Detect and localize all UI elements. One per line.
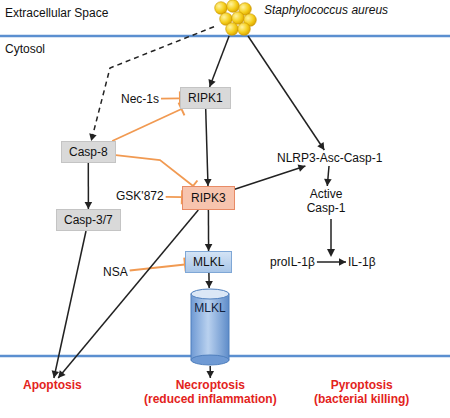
connector-line [58, 210, 198, 378]
arrowhead [324, 179, 332, 186]
arrowhead [58, 370, 65, 378]
coccus [227, 0, 240, 12]
species-name: Staphylococcus aureus [264, 3, 446, 17]
connector-line [54, 231, 86, 378]
outcome-text: Pyroptosis [314, 378, 409, 392]
outcome-label: Pyroptosis(bacterial killing) [312, 378, 411, 406]
node-text: RIPK1 [188, 91, 223, 105]
arrowhead [339, 258, 346, 266]
region-label: Extracellular Space [5, 6, 108, 20]
inhibition-connector [166, 190, 183, 204]
node-text: Active Casp-1 [301, 187, 351, 215]
node-text: proIL-1β [270, 255, 315, 269]
inhibitor-label: GSK'872 [114, 188, 166, 204]
activation-connector [317, 258, 346, 266]
outcome-text: Apoptosis [23, 378, 82, 392]
node-text: Nec-1s [121, 92, 159, 106]
activation-connector [89, 27, 214, 141]
protein-box: Casp-3/7 [56, 209, 121, 231]
connector-line [235, 166, 306, 189]
bacteria-cluster [214, 0, 258, 36]
activation-connector [85, 163, 93, 209]
connector-line [91, 27, 214, 141]
activation-connector [209, 36, 230, 87]
arrowhead [89, 133, 96, 141]
connector-line [206, 109, 208, 186]
cytokine-label: proIL-1β [268, 254, 317, 270]
coccus [226, 23, 239, 36]
protein-box: RIPK3 [182, 186, 235, 210]
connector-line [248, 36, 324, 150]
connector-line [116, 155, 193, 186]
activation-connector [205, 273, 213, 288]
activation-connector [58, 210, 198, 378]
activation-connector [248, 36, 324, 150]
outcome-label: Apoptosis [21, 378, 84, 392]
connector-line [130, 265, 185, 271]
activation-connector [235, 165, 306, 190]
protein-box: Casp-8 [61, 141, 116, 163]
inhibitor-label: NSA [101, 264, 130, 280]
coccus [238, 23, 251, 36]
coccus [215, 2, 228, 15]
membrane-pore: MLKL [190, 288, 230, 366]
node-text: IL-1β [348, 255, 376, 269]
pore-bottom [191, 355, 229, 365]
arrowhead [85, 202, 93, 209]
node-text: MLKL [193, 255, 224, 269]
node-text: RIPK3 [191, 191, 226, 205]
arrowhead [209, 79, 216, 87]
pore-top [191, 289, 229, 299]
protein-box: RIPK1 [180, 87, 231, 109]
node-text: NSA [103, 265, 128, 279]
region-label: Cytosol [5, 42, 45, 56]
complex-label: NLRP3-Asc-Casp-1 [275, 150, 384, 166]
protein-box: MLKL [185, 251, 232, 273]
activation-connector [324, 166, 332, 186]
enzyme-label: Active Casp-1 [299, 186, 353, 216]
pore-cylinder [190, 288, 230, 366]
arrowhead [206, 371, 214, 378]
coccus [232, 12, 245, 25]
node-text: NLRP3-Asc-Casp-1 [277, 151, 382, 165]
node-text: GSK'872 [116, 189, 164, 203]
outcome-text: Necroptosis [144, 378, 277, 392]
protein-name: MLKL [190, 301, 230, 315]
arrowhead [298, 165, 306, 172]
outcome-text: (bacterial killing) [314, 392, 409, 406]
node-text: Casp-8 [69, 145, 108, 159]
inhibition-connector [112, 103, 184, 141]
cleavage-arrowhead [327, 249, 335, 257]
outer-membrane [0, 35, 450, 38]
bacteria-node: Staphylococcus aureus [214, 0, 446, 36]
arrowhead [205, 244, 213, 251]
activation-connector [204, 109, 212, 186]
arrowhead [52, 370, 59, 378]
cytokine-label: IL-1β [346, 254, 378, 270]
cleavage-arrow [330, 219, 332, 250]
outcome-text: (reduced inflammation) [144, 392, 277, 406]
activation-connector [206, 366, 214, 378]
arrowhead [205, 281, 213, 288]
pore-body [191, 294, 229, 360]
connector-line [161, 98, 180, 100]
outcome-label: Necroptosis(reduced inflammation) [142, 378, 279, 406]
arrowhead [204, 179, 212, 186]
inhibitor-label: Nec-1s [119, 91, 161, 107]
inhibition-connector [161, 91, 180, 105]
connector-line [210, 36, 230, 87]
arrowhead [317, 142, 324, 150]
node-text: Casp-3/7 [64, 213, 113, 227]
activation-connector [52, 231, 86, 378]
activation-connector [205, 210, 213, 251]
connector-line [112, 109, 181, 141]
connector-line [166, 196, 182, 198]
